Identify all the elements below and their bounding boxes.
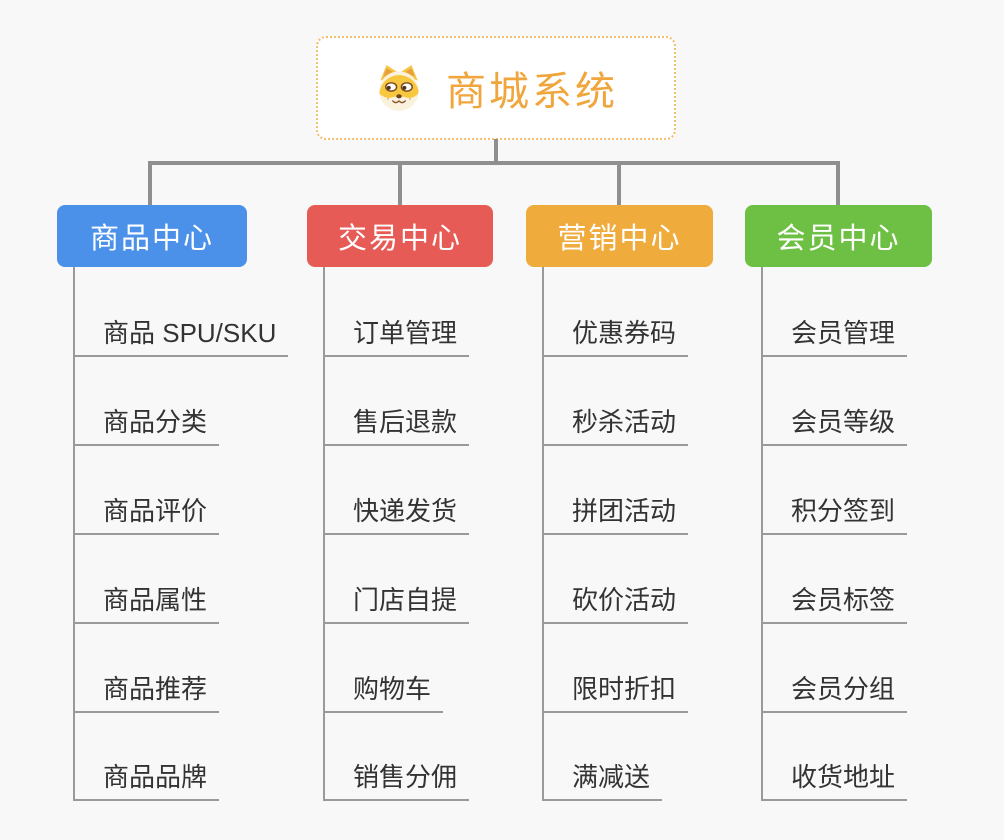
leaf-topic[interactable]: 秒杀活动	[542, 406, 689, 446]
leaf-topic[interactable]: 商品推荐	[73, 673, 220, 713]
dog-face-icon	[374, 63, 424, 113]
leaf-topic[interactable]: 优惠券码	[542, 317, 689, 357]
connector-bus	[148, 161, 840, 165]
leaf-topic[interactable]: 会员等级	[761, 406, 908, 446]
connector-drop-marketing	[617, 161, 621, 207]
leaf-topic[interactable]: 购物车	[323, 673, 444, 713]
leaf-topic[interactable]: 快递发货	[323, 495, 470, 535]
root-topic-label: 商城系统	[446, 70, 618, 114]
leaf-topic[interactable]: 满减送	[542, 761, 663, 801]
connector-drop-members	[836, 161, 840, 207]
leaf-topic[interactable]: 订单管理	[323, 317, 470, 357]
leaf-topic[interactable]: 积分签到	[761, 495, 908, 535]
branch-topic-products[interactable]: 商品中心	[57, 205, 247, 267]
leaf-topic[interactable]: 销售分佣	[323, 761, 470, 801]
connector-root-stem	[494, 139, 498, 163]
leaf-topic[interactable]: 限时折扣	[542, 673, 689, 713]
branch-topic-trade[interactable]: 交易中心	[307, 205, 493, 267]
leaf-topic[interactable]: 砍价活动	[542, 584, 689, 624]
connector-drop-products	[148, 161, 152, 207]
leaf-topic[interactable]: 会员标签	[761, 584, 908, 624]
connector-drop-trade	[398, 161, 402, 207]
branch-topic-marketing[interactable]: 营销中心	[526, 205, 713, 267]
leaf-topic[interactable]: 会员管理	[761, 317, 908, 357]
branch-topic-members[interactable]: 会员中心	[745, 205, 932, 267]
leaf-topic[interactable]: 商品属性	[73, 584, 220, 624]
leaf-topic[interactable]: 拼团活动	[542, 495, 689, 535]
leaf-topic[interactable]: 商品品牌	[73, 761, 220, 801]
root-topic[interactable]: 商城系统	[316, 36, 676, 140]
leaf-topic[interactable]: 商品评价	[73, 495, 220, 535]
leaf-topic[interactable]: 商品 SPU/SKU	[73, 317, 289, 357]
leaf-topic[interactable]: 会员分组	[761, 673, 908, 713]
leaf-topic[interactable]: 商品分类	[73, 406, 220, 446]
leaf-topic[interactable]: 售后退款	[323, 406, 470, 446]
leaf-topic[interactable]: 收货地址	[761, 761, 908, 801]
leaf-topic[interactable]: 门店自提	[323, 584, 470, 624]
